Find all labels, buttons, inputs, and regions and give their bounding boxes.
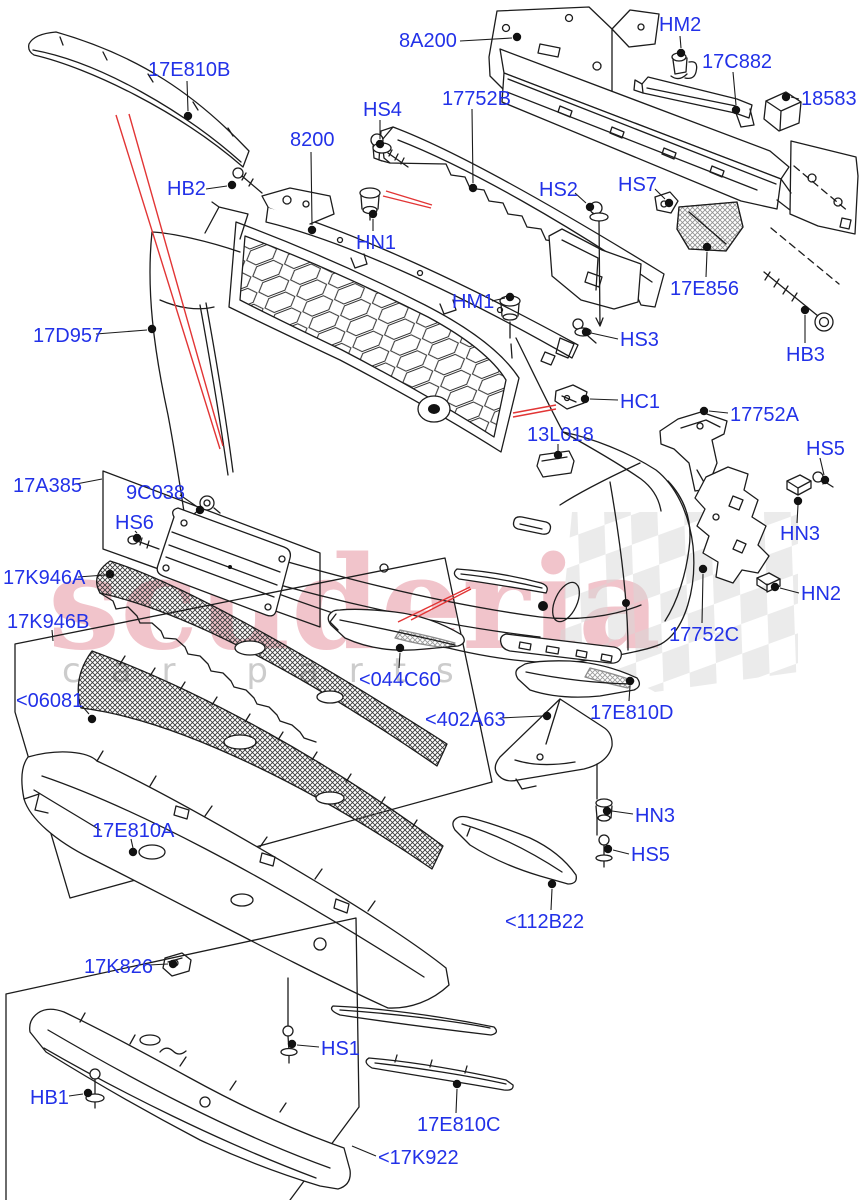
part-label-hb3[interactable]: HB3 [786,344,825,366]
part-8A200-reinforcement-beam [488,6,859,235]
part-9C038-sensor [193,495,221,515]
part-HN1-pin [359,187,381,221]
part-label-hs7[interactable]: HS7 [618,174,657,196]
part-label-17d957[interactable]: 17D957 [33,325,104,347]
dashed-leader-lines [770,165,850,285]
part-label-hs3[interactable]: HS3 [620,329,659,351]
part-label-hn3_b[interactable]: HN3 [635,805,676,827]
part-044C60-trim-strip [327,608,465,651]
part-label-17752b[interactable]: 17752B [442,88,511,110]
part-label-hn2[interactable]: HN2 [801,583,842,605]
part-label-17752a[interactable]: 17752A [730,404,799,426]
part-06081-grille-strip [77,650,444,870]
group-box-17K946B [14,557,493,899]
part-label-17e810b[interactable]: 17E810B [148,59,231,81]
part-label-402a63[interactable]: <402A63 [425,709,506,731]
red-pointer-lines [115,113,557,623]
part-label-hn3_r[interactable]: HN3 [780,523,821,545]
part-grille-hex-mesh [228,221,520,453]
part-label-hs5_b[interactable]: HS5 [631,844,670,866]
group-box-17A385 [102,470,321,628]
part-label-17k922[interactable]: <17K922 [378,1147,459,1169]
part-label-hs6[interactable]: HS6 [115,512,154,534]
part-label-17c882[interactable]: 17C882 [702,51,773,73]
part-HB2-bolt [232,167,263,194]
part-label-hs4[interactable]: HS4 [363,99,402,121]
part-label-hm1[interactable]: HM1 [452,291,495,313]
part-HN2-nut [756,572,781,593]
part-HB3-bolt [763,271,834,332]
part-label-8200[interactable]: 8200 [290,129,335,151]
part-label-9c038[interactable]: 9C038 [126,482,185,504]
part-17K922-skid-plate [29,1008,351,1190]
part-8200-grille-panel [261,187,579,366]
part-label-17k826[interactable]: 17K826 [84,956,153,978]
part-112B22-strip [452,815,577,885]
part-HS5-bottom-screw [595,834,613,868]
part-label-112b22[interactable]: <112B22 [505,911,585,933]
part-17752C-bracket [694,466,770,584]
part-HS1-screw [280,977,298,1064]
part-17E810B-trim-strip [28,31,250,168]
part-label-17e810d[interactable]: 17E810D [590,702,674,724]
part-label-hs1[interactable]: HS1 [321,1038,360,1060]
leader-dots [83,32,830,1098]
part-label-hn1[interactable]: HN1 [356,232,397,254]
part-17E856-bracket [676,201,744,252]
part-17E810C-trim-strip [365,1054,514,1091]
part-label-hm2[interactable]: HM2 [659,14,702,36]
part-label-17k946a[interactable]: 17K946A [3,567,86,589]
part-label-hs5_r[interactable]: HS5 [806,438,845,460]
part-17E810D-trim-strip [515,660,641,698]
part-17E810A-valance [21,750,450,1009]
part-label-17752c[interactable]: 17752C [669,624,740,646]
part-label-17e810c[interactable]: 17E810C [417,1114,501,1136]
part-label-17a385[interactable]: 17A385 [13,475,82,497]
part-label-hc1[interactable]: HC1 [620,391,661,413]
leader-lines [51,35,825,1157]
part-label-hs2[interactable]: HS2 [539,179,578,201]
part-label-06081[interactable]: <06081 [16,690,84,712]
part-HN3-bottom-nut [595,798,613,822]
part-label-hb1[interactable]: HB1 [30,1087,69,1109]
part-18583-block [763,91,802,132]
part-label-13l018[interactable]: 13L018 [527,424,594,446]
part-license-plate-bracket [156,507,292,617]
part-lower-trim-strip [330,1005,498,1036]
part-label-17k946b[interactable]: 17K946B [7,611,90,633]
part-label-hb2[interactable]: HB2 [167,178,206,200]
part-13L018-cover [536,450,575,478]
part-17C882-bracket-bar [633,76,755,128]
part-402A63-deflector [494,698,613,790]
part-label-17e856[interactable]: 17E856 [670,278,739,300]
part-label-8a200[interactable]: 8A200 [399,30,457,52]
part-label-17e810a[interactable]: 17E810A [92,820,175,842]
part-label-18583[interactable]: 18583 [801,88,857,110]
part-label-044c60[interactable]: <044C60 [359,669,441,691]
part-HN3-right-nut [786,474,812,496]
